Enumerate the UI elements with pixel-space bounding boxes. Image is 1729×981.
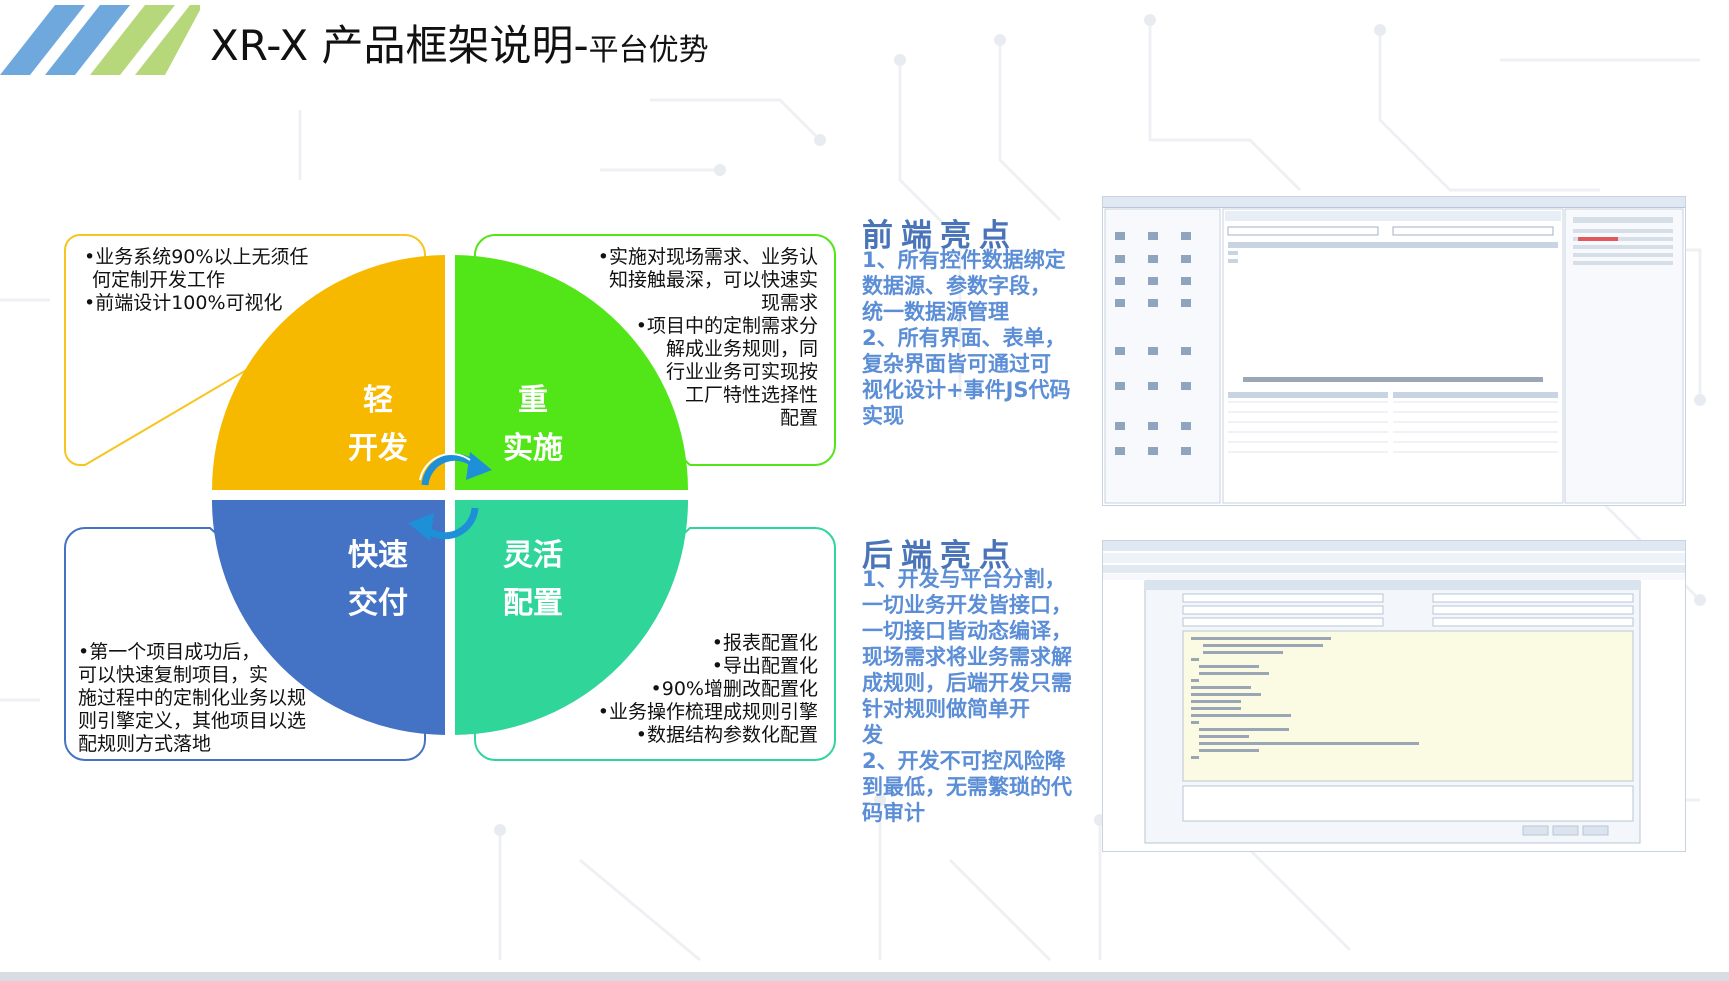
text-bl-line: 可以快速复制项目，实 <box>78 664 269 686</box>
front-line: 复杂界面皆可通过可 <box>862 352 1051 376</box>
label-tr-2: 实施 <box>503 431 563 466</box>
back-line: 一切接口皆动态编译， <box>862 619 1072 643</box>
text-bl: •第一个项目成功后， 可以快速复制项目，实 施过程中的定制化业务以规 则引擎定义… <box>78 641 306 756</box>
text-tr-line: 解成业务规则，同 <box>665 338 818 360</box>
title-main: XR-X 产品框架说明- <box>210 21 589 70</box>
back-line: 2、开发不可控风险降 <box>862 749 1066 773</box>
text-br-line: •数据结构参数化配置 <box>635 724 818 746</box>
quadrant-diagram: 轻 开发 重 实施 快速 交付 灵活 配置 <box>64 234 836 761</box>
label-bl-1: 快速 <box>348 538 408 573</box>
bottom-bar <box>0 972 1729 981</box>
text-br-line: •90%增删改配置化 <box>650 678 818 700</box>
title-sub: 平台优势 <box>588 33 709 68</box>
text-bl-line: 施过程中的定制化业务以规 <box>78 687 307 709</box>
tl-outline <box>64 234 426 466</box>
cycle-arrows-icon <box>408 452 492 541</box>
text-bl-line: 配规则方式落地 <box>78 733 212 755</box>
label-bl-2: 交付 <box>348 586 408 621</box>
header-stripes <box>0 5 200 75</box>
front-line: 实现 <box>862 404 904 428</box>
br-outline <box>474 527 836 761</box>
label-tr-1: 重 <box>518 383 548 418</box>
back-line: 现场需求将业务需求解 <box>862 645 1072 669</box>
text-tr-line: 行业业务可实现按 <box>665 361 818 383</box>
tr-outline <box>474 234 836 466</box>
back-line: 针对规则做简单开 <box>862 697 1030 721</box>
text-bl-line: 则引擎定义，其他项目以选 <box>78 710 307 732</box>
back-heading: 后端亮点 <box>862 538 1018 574</box>
back-line: 1、开发与平台分割， <box>862 567 1066 591</box>
ui-designer-mockup <box>1103 197 1685 504</box>
front-line: 数据源、参数字段， <box>862 274 1051 298</box>
label-tl-2: 开发 <box>348 431 408 466</box>
label-br-1: 灵活 <box>503 538 563 573</box>
text-tl-line: 何定制开发工作 <box>92 269 226 291</box>
text-tr: •实施对现场需求、业务认 知接触最深，可以快速实 现需求 •项目中的定制需求分 … <box>558 246 818 430</box>
back-line: 成规则，后端开发只需 <box>862 671 1072 695</box>
back-text: 1、开发与平台分割， 一切业务开发皆接口， 一切接口皆动态编译， 现场需求将业务… <box>862 566 1072 826</box>
back-line: 码审计 <box>862 801 925 825</box>
text-tr-line: 现需求 <box>760 292 818 314</box>
back-line: 一切业务开发皆接口， <box>862 593 1072 617</box>
quadrant-tl <box>212 255 445 490</box>
text-br: •报表配置化 •导出配置化 •90%增删改配置化 •业务操作梳理成规则引擎 •数… <box>518 632 818 747</box>
front-heading: 前端亮点 <box>862 218 1018 254</box>
quadrant-tr <box>455 255 688 490</box>
bl-outline <box>64 527 426 761</box>
quadrant-br <box>455 500 688 735</box>
page-title: XR-X 产品框架说明-平台优势 <box>210 12 709 73</box>
front-line: 2、所有界面、表单， <box>862 326 1066 350</box>
text-tr-line: •项目中的定制需求分 <box>635 315 818 337</box>
text-tr-line: •实施对现场需求、业务认 <box>597 246 818 268</box>
text-tr-line: 配置 <box>779 407 818 429</box>
front-line: 1、所有控件数据绑定 <box>862 248 1066 272</box>
front-text: 1、所有控件数据绑定 数据源、参数字段， 统一数据源管理 2、所有界面、表单， … <box>862 247 1071 429</box>
text-tl: •业务系统90%以上无须任 何定制开发工作 •前端设计100%可视化 <box>84 246 308 315</box>
back-line: 到最低，无需繁琐的代 <box>862 775 1072 799</box>
text-tl-line: •前端设计100%可视化 <box>84 292 283 314</box>
label-br-2: 配置 <box>503 586 563 621</box>
back-line: 发 <box>862 723 883 747</box>
text-tr-line: 知接触最深，可以快速实 <box>608 269 818 291</box>
label-tl-1: 轻 <box>363 383 393 418</box>
ui-designer-screenshot <box>1102 196 1686 506</box>
api-editor-mockup <box>1103 541 1685 844</box>
text-br-line: •业务操作梳理成规则引擎 <box>597 701 818 723</box>
front-line: 统一数据源管理 <box>862 300 1009 324</box>
api-editor-screenshot <box>1102 540 1686 852</box>
quadrant-bl <box>212 500 445 735</box>
text-tl-line: •业务系统90%以上无须任 <box>84 246 309 268</box>
text-bl-line: •第一个项目成功后， <box>78 641 261 663</box>
text-br-line: •报表配置化 <box>711 632 818 654</box>
front-line: 视化设计+事件JS代码 <box>862 378 1071 402</box>
text-br-line: •导出配置化 <box>711 655 818 677</box>
text-tr-line: 工厂特性选择性 <box>684 384 818 406</box>
